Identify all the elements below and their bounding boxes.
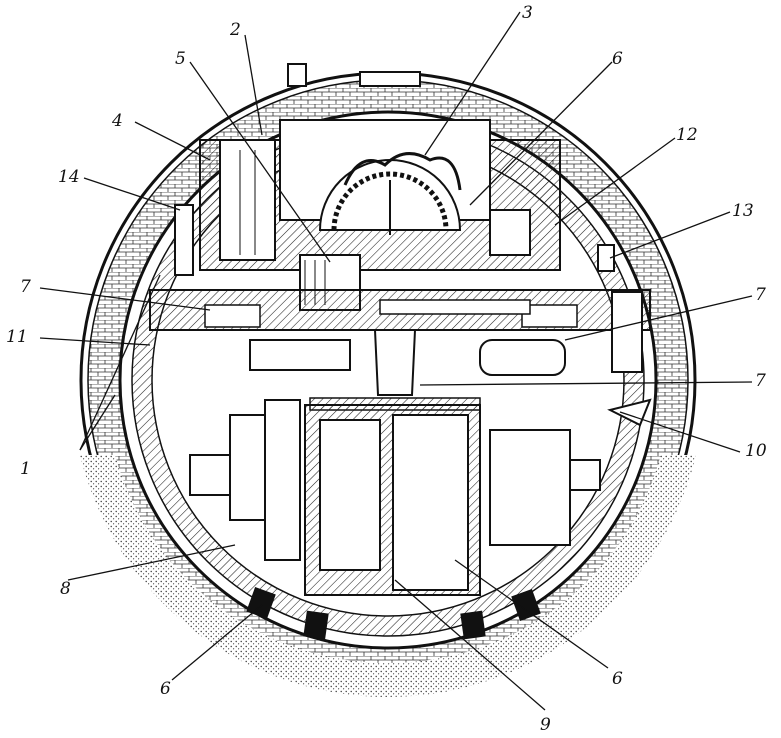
lower-compartment	[189, 399, 601, 596]
callout-7-right-mid: 7	[755, 371, 766, 391]
equipment-deck	[149, 289, 651, 376]
upper-compartment	[199, 71, 561, 311]
callout-14: 10	[745, 441, 767, 461]
callout-8: 8	[60, 579, 71, 599]
callout-4: 4	[111, 111, 123, 131]
callout-1: 1	[20, 459, 31, 479]
callout-12: 14	[58, 167, 80, 187]
callout-labels: 2 3 4 5 6 12 14 13 7 11 7 7 10 1 8 6 6 9	[6, 3, 767, 735]
callout-10: 12	[676, 125, 698, 145]
callout-9: 9	[540, 715, 551, 735]
callout-5: 5	[175, 49, 186, 69]
callout-11: 11	[6, 327, 28, 347]
callout-6-bottom-left: 6	[160, 679, 171, 699]
side-parts	[174, 63, 652, 427]
callout-6-top: 6	[612, 49, 623, 69]
callout-2: 2	[229, 20, 241, 40]
callout-7-left: 7	[20, 277, 31, 297]
callout-3: 3	[522, 3, 533, 23]
callout-6-bottom-right: 6	[612, 669, 623, 689]
leader-lines	[39, 11, 753, 711]
bottom-ring-blocks	[246, 587, 541, 640]
callout-7-right-top: 7	[755, 285, 766, 305]
heat-shield	[80, 455, 696, 697]
callout-13: 13	[732, 201, 754, 221]
